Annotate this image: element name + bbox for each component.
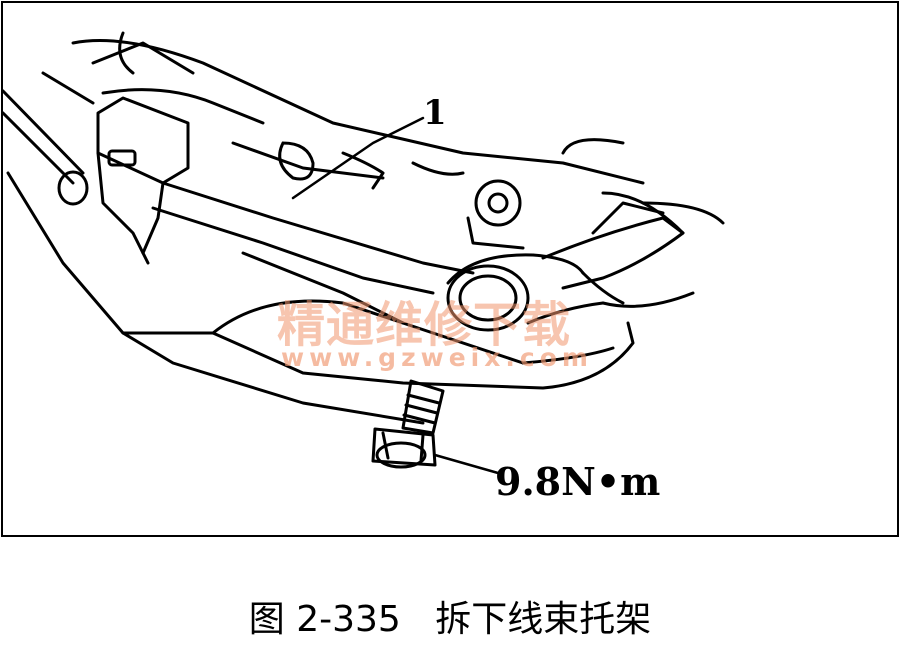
left-rod	[3, 89, 215, 335]
figure-frame: 1 9.8N•m 精通维修下载 www.gzweix.com	[1, 1, 899, 537]
engine-surface	[121, 138, 725, 425]
bracket-plate	[211, 299, 635, 390]
figure-caption: 图 2-335 拆下线束托架	[0, 590, 900, 642]
torque-label: 9.8N•m	[495, 459, 661, 504]
line-drawing	[3, 31, 725, 475]
leader-line-part-1	[291, 116, 425, 200]
caption-title: 拆下线束托架	[435, 599, 652, 640]
harness-grommet	[446, 253, 605, 332]
harness-clip	[96, 96, 190, 265]
bolt-icon	[371, 379, 445, 469]
bolt-hole	[466, 179, 525, 250]
caption-number: 图 2-335	[248, 599, 401, 640]
part-number-label: 1	[423, 93, 447, 133]
bracket-arm	[541, 191, 695, 308]
bracket-rail	[151, 141, 475, 325]
leader-line-torque	[433, 453, 500, 475]
frame-upper	[41, 31, 645, 185]
